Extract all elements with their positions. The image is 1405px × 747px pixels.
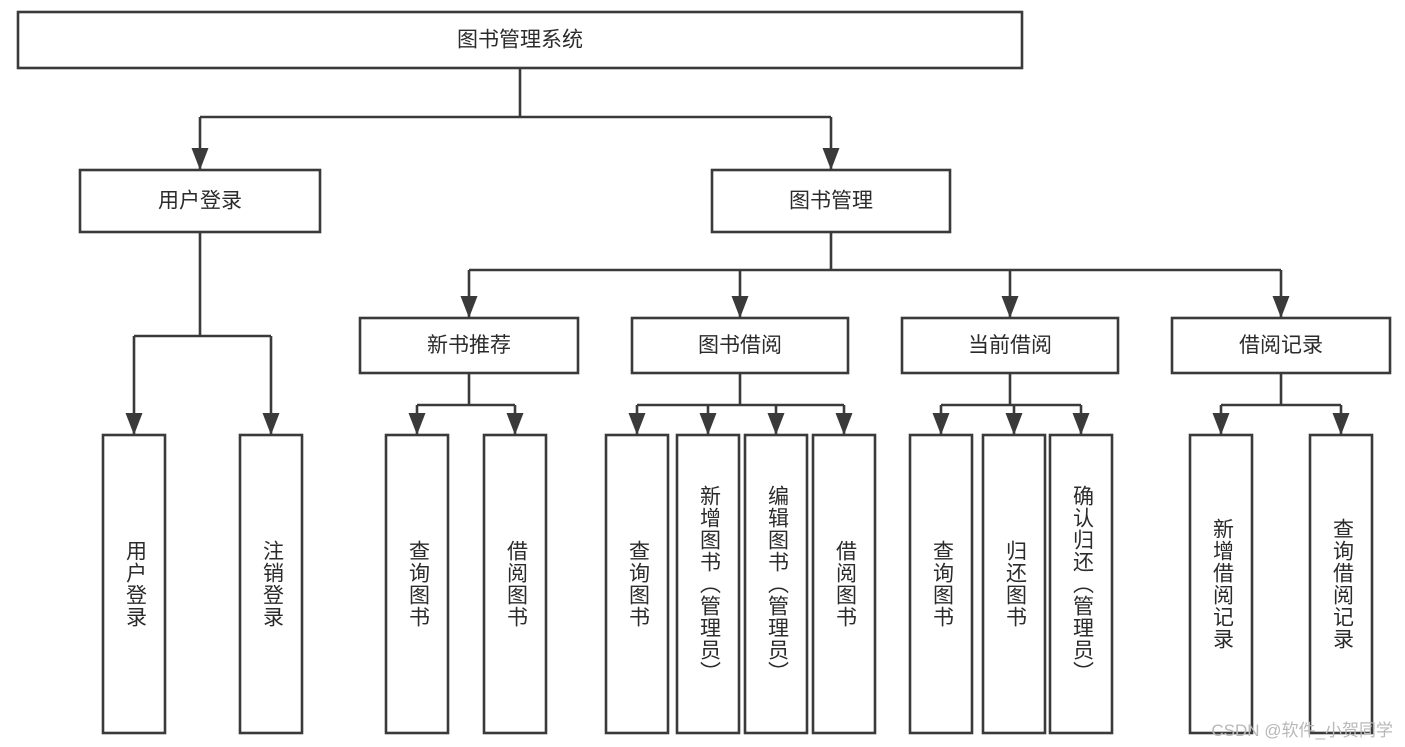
arrow-icon-leaf-borrow-book-1 bbox=[506, 413, 524, 435]
node-box-leaf-query-book-1[interactable] bbox=[384, 433, 450, 735]
arrow-icon-new-book-recommend bbox=[460, 296, 478, 318]
node-box-current-borrow[interactable] bbox=[900, 316, 1120, 375]
node-box-book-manage[interactable] bbox=[710, 168, 952, 234]
node-box-book-borrow[interactable] bbox=[630, 316, 850, 375]
node-box-leaf-logout[interactable] bbox=[238, 433, 304, 735]
arrow-icon-leaf-query-book-3 bbox=[932, 413, 950, 435]
node-box-user-login[interactable] bbox=[78, 168, 322, 234]
arrow-icon-leaf-edit-book bbox=[767, 413, 785, 435]
node-box-new-book-recommend[interactable] bbox=[358, 316, 580, 375]
node-box-leaf-add-record[interactable] bbox=[1188, 433, 1254, 735]
arrow-icon-borrow-record bbox=[1272, 296, 1290, 318]
arrow-icon-leaf-logout bbox=[262, 413, 280, 435]
node-box-leaf-confirm-return[interactable] bbox=[1048, 433, 1114, 735]
boxes-layer bbox=[16, 10, 1392, 735]
node-box-leaf-query-book-2[interactable] bbox=[604, 433, 670, 735]
node-box-leaf-borrow-book-2[interactable] bbox=[811, 433, 877, 735]
node-label-borrow-record: 借阅记录 bbox=[1239, 334, 1323, 357]
node-box-borrow-record[interactable] bbox=[1170, 316, 1392, 375]
node-box-leaf-edit-book[interactable] bbox=[743, 433, 809, 735]
node-label-root: 图书管理系统 bbox=[457, 29, 583, 52]
node-label-new-book-recommend: 新书推荐 bbox=[427, 334, 511, 357]
arrow-icon-leaf-add-record bbox=[1212, 413, 1230, 435]
node-box-leaf-add-book[interactable] bbox=[675, 433, 741, 735]
arrow-icon-leaf-return-book bbox=[1005, 413, 1023, 435]
arrow-icon-leaf-query-book-2 bbox=[628, 413, 646, 435]
arrow-icon-user-login bbox=[191, 148, 209, 170]
arrow-icon-leaf-add-book bbox=[699, 413, 717, 435]
node-box-root[interactable] bbox=[16, 10, 1024, 70]
arrow-icon-book-manage bbox=[822, 148, 840, 170]
node-box-leaf-query-record[interactable] bbox=[1308, 433, 1374, 735]
edges-layer bbox=[125, 68, 1350, 435]
node-label-book-manage: 图书管理 bbox=[789, 190, 873, 213]
node-label-book-borrow: 图书借阅 bbox=[698, 334, 782, 357]
node-box-leaf-borrow-book-1[interactable] bbox=[482, 433, 548, 735]
arrow-icon-current-borrow bbox=[1001, 296, 1019, 318]
node-label-current-borrow: 当前借阅 bbox=[968, 334, 1052, 357]
arrow-icon-book-borrow bbox=[731, 296, 749, 318]
node-box-leaf-return-book[interactable] bbox=[981, 433, 1047, 735]
node-box-leaf-query-book-3[interactable] bbox=[908, 433, 974, 735]
node-label-user-login: 用户登录 bbox=[158, 190, 242, 213]
node-box-leaf-user-login[interactable] bbox=[101, 433, 167, 735]
arrow-icon-leaf-query-record bbox=[1332, 413, 1350, 435]
arrow-icon-leaf-user-login bbox=[125, 413, 143, 435]
arrow-icon-leaf-query-book-1 bbox=[408, 413, 426, 435]
arrow-icon-leaf-borrow-book-2 bbox=[835, 413, 853, 435]
arrow-icon-leaf-confirm-return bbox=[1072, 413, 1090, 435]
